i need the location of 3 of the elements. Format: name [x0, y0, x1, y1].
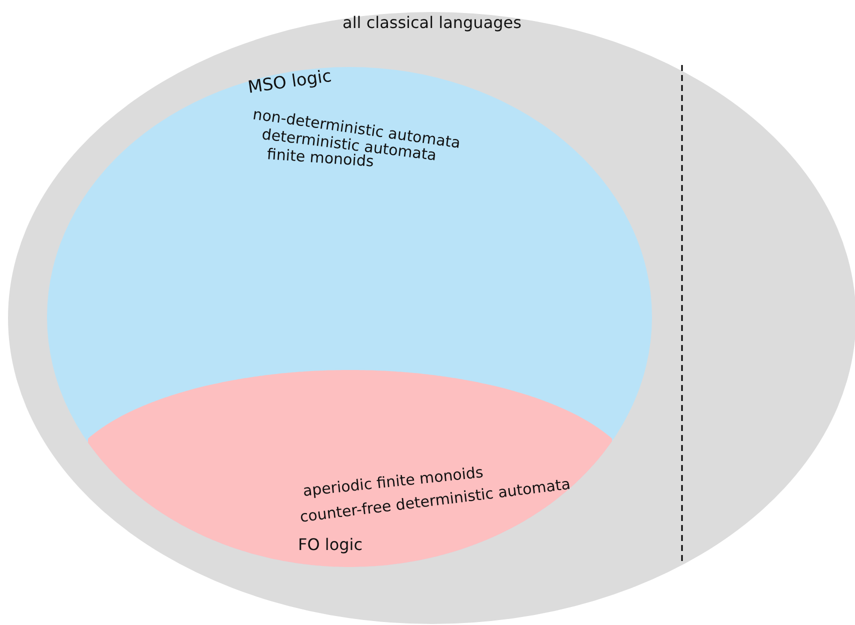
set-label: all classical languages [342, 14, 522, 32]
class-label: FO logic [298, 536, 363, 554]
class-label: MSO logic [246, 67, 333, 97]
